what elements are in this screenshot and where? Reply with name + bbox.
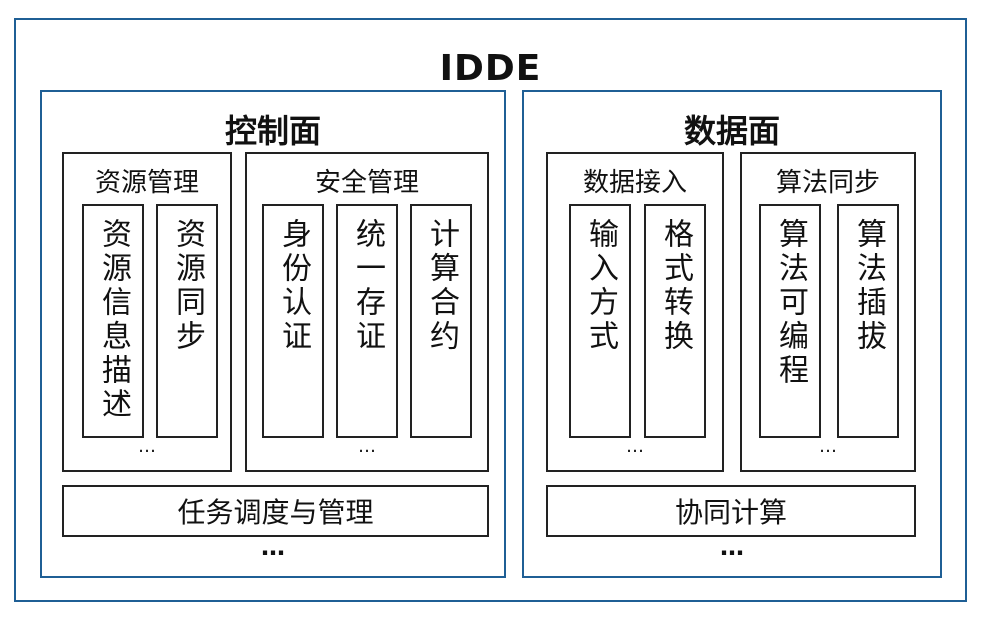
algorithm-sync-title: 算法同步 <box>775 168 880 198</box>
task-scheduling-label: 任务调度与管理 <box>177 496 374 529</box>
data-access-ellipsis: … <box>626 436 644 457</box>
algorithm-programmable-label: 算法可编程 <box>773 218 808 388</box>
collaborative-compute-label: 协同计算 <box>674 496 787 529</box>
idde-frame: IDDE 控制面 资源管理 资源信息描述 资源同步 … 安全管理 身份认证 统一… <box>14 18 967 602</box>
format-conversion-box: 格式转换 <box>644 204 706 438</box>
algorithm-programmable-box: 算法可编程 <box>759 204 821 438</box>
security-management-ellipsis: … <box>358 436 376 457</box>
format-conversion-label: 格式转换 <box>658 218 693 354</box>
control-plane-ellipsis: … <box>261 533 285 561</box>
resource-info-description-box: 资源信息描述 <box>82 204 144 438</box>
data-access-group: 数据接入 输入方式 格式转换 … <box>546 152 724 472</box>
input-method-label: 输入方式 <box>583 218 618 354</box>
resource-sync-label: 资源同步 <box>170 218 205 354</box>
resource-management-title: 资源管理 <box>94 168 199 198</box>
resource-management-group: 资源管理 资源信息描述 资源同步 … <box>62 152 232 472</box>
resource-sync-box: 资源同步 <box>156 204 218 438</box>
unified-evidence-box: 统一存证 <box>336 204 398 438</box>
compute-contract-box: 计算合约 <box>410 204 472 438</box>
resource-management-ellipsis: … <box>138 436 156 457</box>
compute-contract-label: 计算合约 <box>424 218 459 354</box>
algorithm-sync-ellipsis: … <box>819 436 837 457</box>
identity-auth-box: 身份认证 <box>262 204 324 438</box>
data-plane-title: 数据面 <box>683 112 780 150</box>
security-management-group: 安全管理 身份认证 统一存证 计算合约 … <box>245 152 489 472</box>
task-scheduling-bar: 任务调度与管理 <box>62 485 489 537</box>
data-plane: 数据面 数据接入 输入方式 格式转换 … 算法同步 算法可编程 算法插拔 … 协… <box>522 90 942 578</box>
algorithm-plugin-label: 算法插拔 <box>851 218 886 354</box>
security-management-title: 安全管理 <box>314 168 419 198</box>
resource-info-description-label: 资源信息描述 <box>96 218 131 422</box>
data-plane-ellipsis: … <box>720 533 744 561</box>
control-plane: 控制面 资源管理 资源信息描述 资源同步 … 安全管理 身份认证 统一存证 计算… <box>40 90 506 578</box>
collaborative-compute-bar: 协同计算 <box>546 485 916 537</box>
data-access-title: 数据接入 <box>582 168 687 198</box>
algorithm-sync-group: 算法同步 算法可编程 算法插拔 … <box>740 152 916 472</box>
input-method-box: 输入方式 <box>569 204 631 438</box>
control-plane-title: 控制面 <box>224 112 321 150</box>
identity-auth-label: 身份认证 <box>276 218 311 354</box>
unified-evidence-label: 统一存证 <box>350 218 385 354</box>
algorithm-plugin-box: 算法插拔 <box>837 204 899 438</box>
diagram-title: IDDE <box>439 48 542 89</box>
